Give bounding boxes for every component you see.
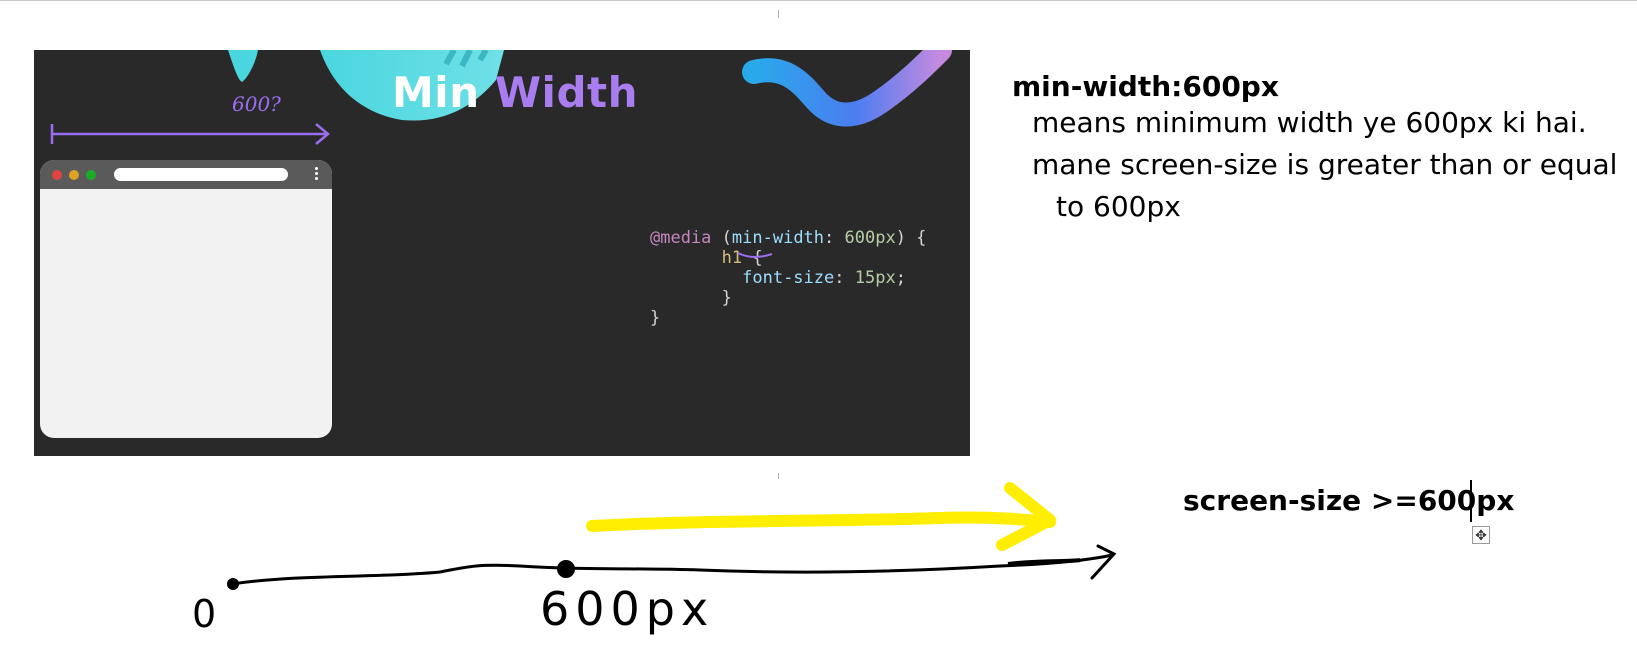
cyan-stripes	[443, 50, 489, 68]
gradient-wave-shape	[742, 50, 952, 127]
browser-titlebar	[40, 160, 332, 189]
note-line-1: means minimum width ye 600px ki hai.	[1032, 106, 1587, 139]
page-marker	[778, 10, 779, 18]
width-arrow	[50, 123, 330, 145]
code-paren-open: (	[711, 228, 732, 248]
code-brace-open: {	[742, 248, 763, 268]
code-inner-brace-close: }	[721, 288, 732, 308]
page-marker	[778, 473, 779, 479]
slide-decoration	[50, 50, 952, 145]
code-600px: 600px	[844, 228, 896, 248]
kebab-menu-icon	[314, 166, 318, 183]
note-line-3: to 600px	[1056, 190, 1181, 223]
code-colon: :	[834, 268, 855, 288]
number-line-arrowhead	[1090, 544, 1117, 580]
slide-title: Min Width	[392, 68, 638, 117]
text-cursor	[1470, 480, 1472, 522]
code-annotation	[737, 252, 773, 258]
code-at-media: @media	[650, 228, 712, 248]
code-15px: 15px	[854, 268, 896, 288]
page-top-border	[0, 0, 1637, 1]
maximize-dot-icon	[86, 170, 96, 180]
note-line-2: mane screen-size is greater than or equa…	[1032, 148, 1618, 181]
yellow-arrow-shaft	[586, 511, 1056, 532]
minimize-dot-icon	[69, 170, 79, 180]
browser-window-illustration	[40, 160, 332, 438]
zero-point-dot	[227, 578, 239, 590]
label-600px: 600px	[540, 582, 715, 636]
code-min-width: min-width	[731, 228, 825, 248]
number-line	[230, 553, 1114, 586]
label-zero: 0	[192, 592, 223, 636]
code-outer-brace-close: }	[650, 308, 661, 328]
600px-point-dot	[557, 560, 575, 578]
code-paren-close: ) {	[895, 228, 927, 248]
slide-title-width: Width	[494, 68, 638, 117]
close-dot-icon	[52, 170, 62, 180]
underline-mark	[737, 252, 773, 258]
number-line-overdraw	[1007, 558, 1081, 566]
cyan-blob-shape	[320, 50, 504, 121]
code-h1-selector: h1	[721, 248, 743, 268]
code-colon: :	[824, 228, 845, 248]
handwritten-width-label: 600?	[232, 92, 281, 116]
slide-image[interactable]: Min Width 600? @media (min-width: 600px)…	[34, 50, 970, 456]
code-semicolon: ;	[895, 268, 906, 288]
note-heading: min-width:600px	[1012, 70, 1279, 103]
move-handle-icon[interactable]: ✥	[1472, 526, 1490, 544]
code-font-size: font-size	[742, 268, 835, 288]
css-code-block: @media (min-width: 600px) { h1 { font-si…	[650, 228, 926, 328]
slide-title-min: Min	[392, 68, 480, 117]
yellow-arrowhead	[996, 482, 1056, 551]
summary-text[interactable]: screen-size >=600px	[1183, 484, 1515, 517]
address-bar	[114, 168, 288, 181]
cyan-drip-shape	[228, 50, 258, 82]
